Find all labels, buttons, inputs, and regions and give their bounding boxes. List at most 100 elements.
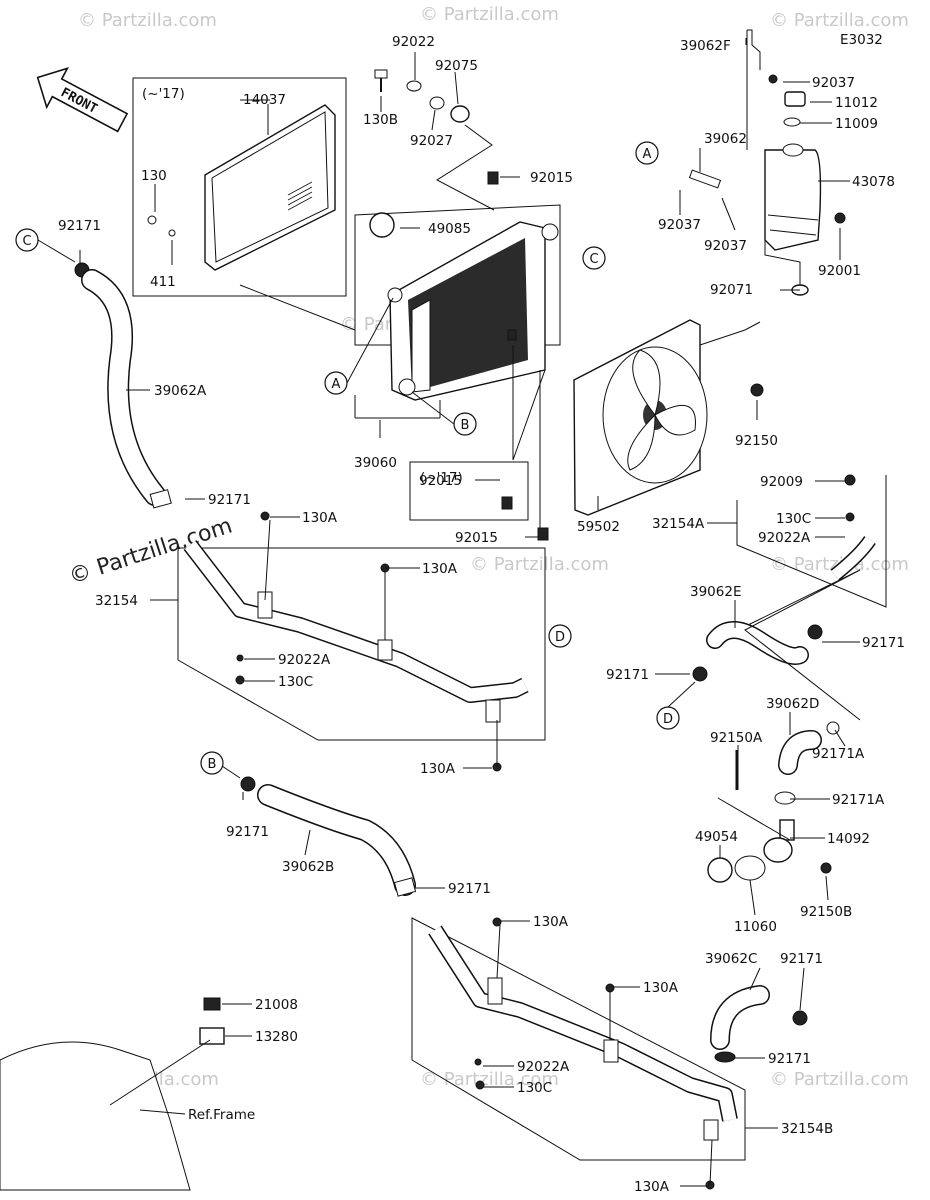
part-number: 92171 — [862, 635, 905, 651]
radiator-screen-group: (~'17) — [132, 77, 356, 331]
part-number: 130B — [363, 112, 398, 128]
variant-note: (~'17) — [420, 470, 463, 486]
watermark: © Partzilla.com — [420, 4, 559, 25]
part-number: 92171 — [208, 492, 251, 508]
thermostat-group — [707, 721, 840, 883]
pipe-32154b — [411, 917, 808, 1190]
callout-c: C — [15, 228, 39, 252]
part-number: 39060 — [354, 455, 397, 471]
part-number: 32154 — [95, 593, 138, 609]
watermark: © Partzilla.com — [770, 10, 909, 31]
part-number: 49054 — [695, 829, 738, 845]
svg-text:B: B — [461, 418, 470, 433]
part-number: 92022A — [758, 530, 811, 546]
part-number: 39062 — [704, 131, 747, 147]
part-number: 11009 — [835, 116, 878, 132]
part-number: 11012 — [835, 95, 878, 111]
part-number: 11060 — [734, 919, 777, 935]
part-number: 39062C — [705, 951, 757, 967]
part-number: 92027 — [410, 133, 453, 149]
leader-lines — [79, 38, 860, 1187]
part-number: 92022A — [278, 652, 331, 668]
part-number: 92150B — [800, 904, 852, 920]
part-number: 59502 — [577, 519, 620, 535]
part-number: 92075 — [435, 58, 478, 74]
pipe-32154a — [692, 474, 887, 721]
ref-frame-label: Ref.Frame — [188, 1107, 255, 1123]
part-number: 130C — [278, 674, 313, 690]
part-number: 39062E — [690, 584, 741, 600]
part-number: 92022A — [517, 1059, 570, 1075]
part-number: 92171 — [448, 881, 491, 897]
watermark: © Partzilla.com — [78, 10, 217, 31]
callout-a: A — [635, 141, 659, 165]
part-number: 130A — [643, 980, 679, 996]
pipe-32154 — [177, 511, 546, 772]
part-number: 92150 — [735, 433, 778, 449]
front-arrow-icon: FRONT — [36, 67, 129, 133]
callout-d: D — [656, 706, 680, 730]
part-number: 130A — [420, 761, 456, 777]
variant-note: (~'17) — [142, 86, 185, 102]
watermark: © Partzilla.com — [470, 554, 609, 575]
part-number: 92171 — [768, 1051, 811, 1067]
part-number: 92001 — [818, 263, 861, 279]
frame — [0, 997, 225, 1191]
part-number: 92037 — [812, 75, 855, 91]
part-number: 92015 — [419, 473, 462, 489]
fastener-stack — [374, 69, 495, 211]
part-number: 14092 — [827, 831, 870, 847]
callout-c: C — [582, 246, 606, 270]
part-number: 14037 — [243, 92, 286, 108]
part-number: 130A — [634, 1179, 670, 1195]
part-number: 92022 — [392, 34, 435, 50]
svg-text:D: D — [663, 712, 673, 727]
part-number: 92150A — [710, 730, 763, 746]
callout-b: B — [200, 751, 224, 775]
part-number: 92171 — [606, 667, 649, 683]
part-number: 21008 — [255, 997, 298, 1013]
cooling-fan — [573, 319, 764, 516]
part-number: 130C — [776, 511, 811, 527]
part-number: 43078 — [852, 174, 895, 190]
part-number: 39062D — [766, 696, 819, 712]
part-number: 92037 — [658, 217, 701, 233]
part-number: 39062B — [282, 859, 334, 875]
callout-d: D — [548, 624, 572, 648]
callout-a: A — [324, 371, 348, 395]
part-number: 411 — [150, 274, 176, 290]
svg-text:A: A — [643, 147, 652, 162]
part-number: 32154A — [652, 516, 705, 532]
part-number: 92171 — [226, 824, 269, 840]
svg-text:C: C — [589, 252, 598, 267]
watermark: © Partzilla.com — [770, 1069, 909, 1090]
part-number: 92009 — [760, 474, 803, 490]
svg-text:D: D — [555, 630, 565, 645]
part-number: 130A — [302, 510, 338, 526]
part-number: 92171 — [780, 951, 823, 967]
svg-text:B: B — [208, 757, 217, 772]
part-number: 130 — [141, 168, 167, 184]
diagram-code: E3032 — [840, 32, 883, 48]
part-number: 13280 — [255, 1029, 298, 1045]
part-number: 130A — [533, 914, 569, 930]
part-number: 92071 — [710, 282, 753, 298]
part-number: 130A — [422, 561, 458, 577]
part-number: 92015 — [455, 530, 498, 546]
svg-text:C: C — [22, 234, 31, 249]
part-number: 92037 — [704, 238, 747, 254]
part-number: 92171 — [58, 218, 101, 234]
part-number: 32154B — [781, 1121, 833, 1137]
part-number: 49085 — [428, 221, 471, 237]
part-number: 130C — [517, 1080, 552, 1096]
part-number: 92171A — [832, 792, 885, 808]
svg-text:A: A — [332, 377, 341, 392]
reservoir-tank — [746, 29, 846, 296]
callout-b: B — [453, 412, 477, 436]
part-number: 92015 — [530, 170, 573, 186]
part-number: 92171A — [812, 746, 865, 762]
part-number: 39062F — [680, 38, 731, 54]
part-number-labels: 14037 130 411 92171 39062A 92171 92022 9… — [58, 34, 905, 1195]
radiator — [354, 171, 561, 541]
